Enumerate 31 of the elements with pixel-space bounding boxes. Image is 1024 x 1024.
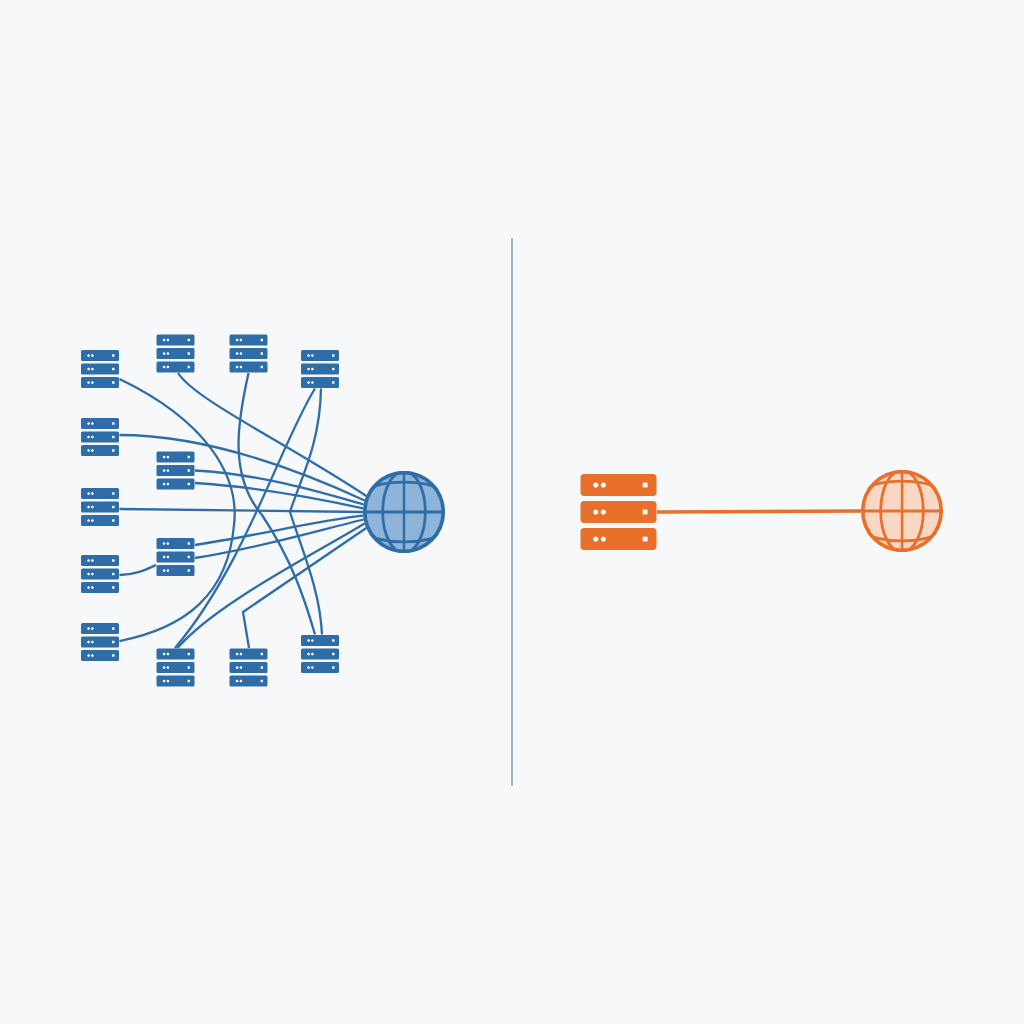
connection-line [119,563,157,577]
connection-line [177,372,367,497]
connection-line [118,377,236,643]
connection-line [194,514,364,547]
server-icon [301,350,339,388]
connection-line [174,387,316,649]
server-icon [81,488,119,526]
globe-icon [861,470,943,552]
server-icon [81,350,119,388]
connection-line [194,469,364,506]
connection-line [176,522,366,649]
connection-line [241,527,367,649]
connection-line [194,518,364,560]
server-icon [81,418,119,456]
server-icon [81,555,119,593]
connection-line [657,509,861,514]
connection-line [119,433,366,502]
server-icon [229,334,268,373]
connection-line [237,372,317,635]
server-icon [580,474,657,550]
server-icon [156,538,195,576]
server-icon [301,635,339,673]
server-icon [156,451,195,490]
server-icon [156,334,195,373]
connection-line [119,507,364,514]
connection-line [288,388,324,635]
server-icon [81,623,119,661]
server-icon [229,648,268,687]
connection-line [194,481,364,510]
server-icon [156,648,195,687]
globe-icon [363,471,445,553]
